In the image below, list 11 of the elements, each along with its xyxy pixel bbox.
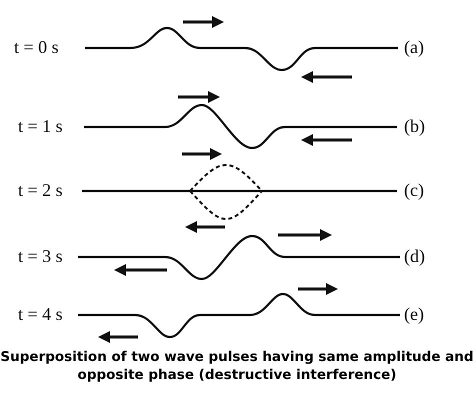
time-label: t = 1 s (18, 116, 63, 136)
caption: Superposition of two wave pulses having same amplitude and opposite phase (destructive interference) (0, 348, 474, 384)
row-letter: (d) (404, 246, 425, 266)
row-letter: (b) (404, 116, 425, 136)
time-label: t = 0 s (14, 37, 59, 57)
time-label: t = 2 s (18, 180, 63, 200)
row-letter: (a) (404, 37, 424, 57)
row-letter: (e) (404, 304, 424, 324)
time-label: t = 3 s (18, 246, 63, 266)
time-label: t = 4 s (18, 304, 63, 324)
row-letter: (c) (404, 180, 424, 200)
